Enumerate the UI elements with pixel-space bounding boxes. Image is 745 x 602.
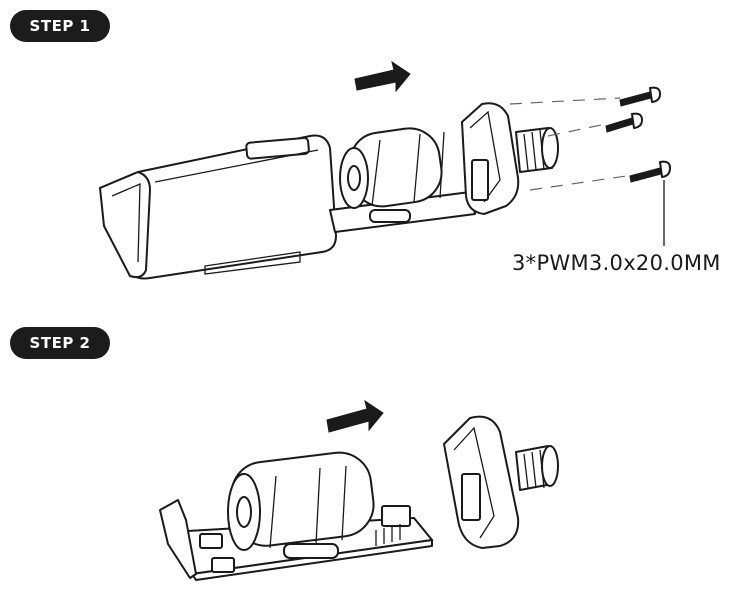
step2-battery — [227, 451, 375, 551]
step-2-badge: STEP 2 — [10, 327, 110, 359]
step1-direction-arrow — [354, 60, 411, 93]
screw-3 — [629, 160, 671, 183]
screw-1 — [619, 86, 661, 107]
screw-2 — [605, 112, 643, 133]
step2-direction-arrow — [326, 399, 384, 433]
step1-end-cap — [461, 102, 559, 215]
step1-screw-guides — [509, 97, 641, 191]
step-1-badge: STEP 1 — [10, 10, 110, 42]
step1-lock-housing — [99, 134, 337, 280]
step2-end-cap — [443, 415, 559, 549]
screw-spec-label: 3*PWM3.0x20.0MM — [512, 251, 721, 275]
step1-battery-module — [329, 127, 476, 233]
